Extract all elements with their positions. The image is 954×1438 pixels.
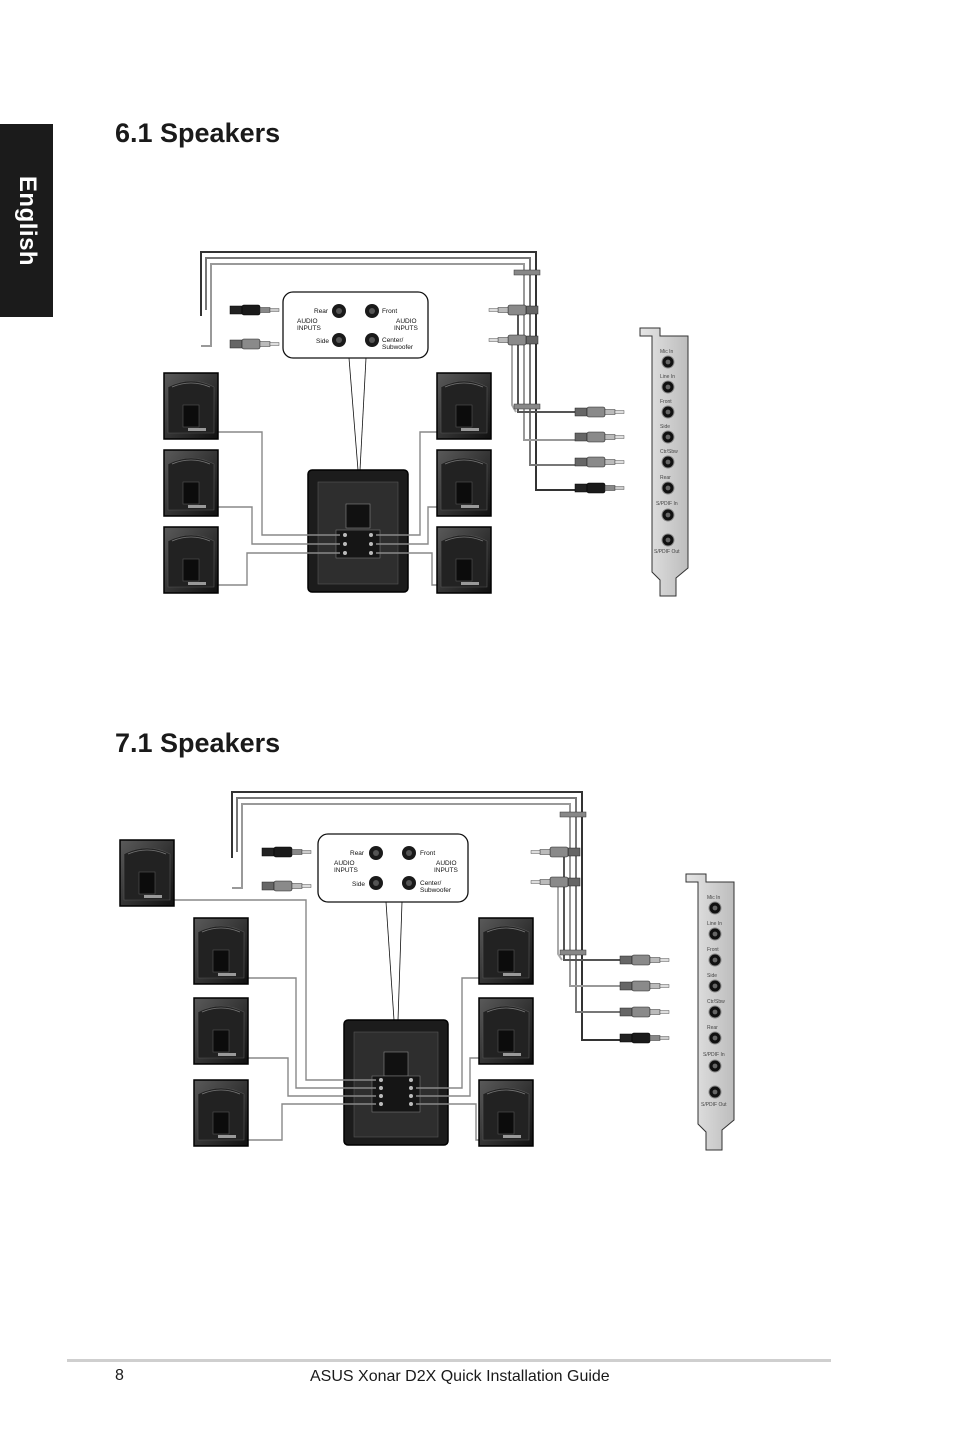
port-spdif-in-1: S/PDIF In bbox=[656, 501, 678, 507]
port-mic-in-1: Mic In bbox=[660, 349, 674, 355]
language-tab: English bbox=[0, 124, 53, 317]
port-spdif-out-1: S/PDIF Out bbox=[654, 549, 680, 555]
section-title-6-1: 6.1 Speakers bbox=[115, 118, 281, 148]
diagram-6-1: Rear AUDIO INPUTS Side Front AUDIO INPUT… bbox=[163, 251, 689, 597]
label-center-2: Center/ bbox=[420, 880, 442, 887]
label-audio-1: AUDIO bbox=[297, 318, 318, 325]
port-spdif-in-2: S/PDIF In bbox=[703, 1052, 725, 1058]
label-audio-3: AUDIO bbox=[334, 860, 355, 867]
port-line-in-1: Line In bbox=[660, 374, 675, 380]
label-side: Side bbox=[316, 338, 329, 345]
port-line-in-2: Line In bbox=[707, 921, 722, 927]
label-inputs-1: INPUTS bbox=[297, 325, 322, 332]
label-inputs-4: INPUTS bbox=[434, 867, 459, 874]
port-ctr-1: Ctr/Sbw bbox=[660, 449, 678, 455]
port-side-1: Side bbox=[660, 424, 670, 430]
port-rear-2: Rear bbox=[707, 1025, 718, 1031]
label-inputs-3: INPUTS bbox=[334, 867, 359, 874]
label-subwoofer-2: Subwoofer bbox=[420, 887, 452, 894]
port-front-1: Front bbox=[660, 399, 672, 405]
page-number: 8 bbox=[115, 1367, 124, 1384]
label-audio-2: AUDIO bbox=[396, 318, 417, 325]
label-side-2: Side bbox=[352, 881, 365, 888]
port-ctr-2: Ctr/Sbw bbox=[707, 999, 725, 1005]
label-rear-2: Rear bbox=[350, 850, 365, 857]
port-front-2: Front bbox=[707, 947, 719, 953]
label-subwoofer: Subwoofer bbox=[382, 344, 414, 351]
section-title-7-1: 7.1 Speakers bbox=[115, 728, 281, 758]
port-spdif-out-2: S/PDIF Out bbox=[701, 1102, 727, 1108]
label-front: Front bbox=[382, 308, 397, 315]
label-front-2: Front bbox=[420, 850, 435, 857]
label-audio-4: AUDIO bbox=[436, 860, 457, 867]
port-mic-in-2: Mic In bbox=[707, 895, 721, 901]
label-rear: Rear bbox=[314, 308, 329, 315]
diagram-7-1: Rear AUDIO INPUTS Side Front AUDIO INPUT… bbox=[119, 791, 735, 1151]
port-rear-1: Rear bbox=[660, 475, 671, 481]
footer-rule bbox=[67, 1359, 831, 1362]
label-center: Center/ bbox=[382, 337, 404, 344]
label-inputs-2: INPUTS bbox=[394, 325, 419, 332]
guide-title: ASUS Xonar D2X Quick Installation Guide bbox=[310, 1368, 610, 1385]
port-side-2: Side bbox=[707, 973, 717, 979]
